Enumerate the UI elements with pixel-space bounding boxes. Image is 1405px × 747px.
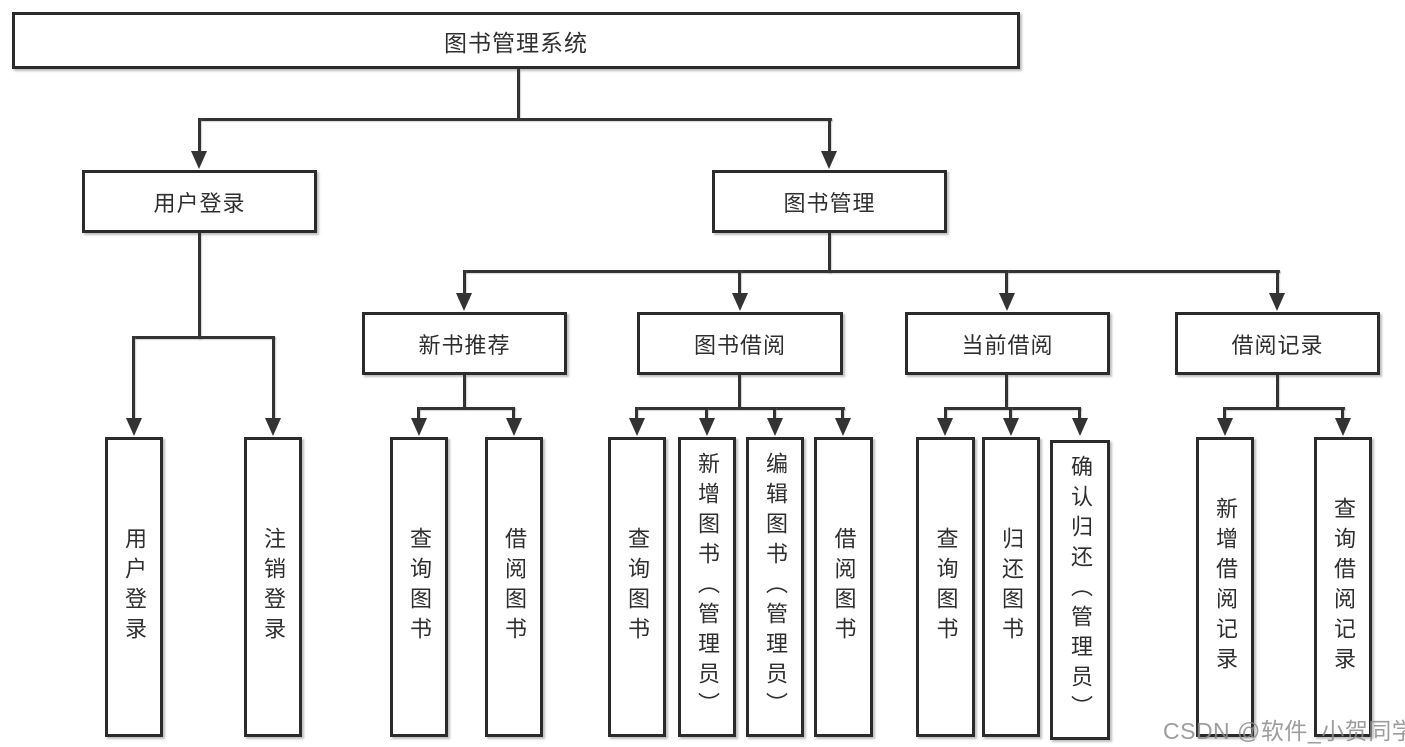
arrow-down-icon bbox=[999, 293, 1015, 311]
leaf-label: 借阅图书 bbox=[502, 527, 527, 647]
connector-user-login-vertical bbox=[198, 233, 201, 339]
leaf-edit-books-admin: 编辑图书（管理员） bbox=[746, 437, 804, 737]
connector-stem-borrowing-records bbox=[1276, 270, 1279, 296]
node-library-management-system: 图书管理系统 bbox=[12, 12, 1020, 69]
leaf-label: 新增图书（管理员） bbox=[695, 452, 720, 722]
leaf-query-books-borrowing: 查询图书 bbox=[608, 437, 666, 737]
connector-book-borrowing-vertical bbox=[738, 375, 741, 409]
node-borrowing-records: 借阅记录 bbox=[1175, 312, 1380, 375]
arrow-down-icon bbox=[821, 151, 837, 169]
connector-stem-new-book bbox=[463, 270, 466, 296]
node-book-management: 图书管理 bbox=[712, 170, 947, 233]
leaf-label: 借阅图书 bbox=[831, 527, 857, 647]
leaf-user-login: 用户登录 bbox=[105, 437, 163, 737]
connector-level1-horizontal bbox=[198, 118, 832, 121]
csdn-watermark: CSDN @软件_小贺同学 bbox=[1163, 718, 1405, 744]
connector-stem-leaf-user-login bbox=[132, 336, 135, 420]
leaf-label: 归还图书 bbox=[999, 527, 1024, 647]
connector-stem-user-login bbox=[198, 118, 201, 155]
arrow-down-icon bbox=[699, 418, 715, 436]
leaf-label: 查询借阅记录 bbox=[1331, 497, 1356, 677]
connector-user-login-horizontal bbox=[132, 336, 275, 339]
leaf-label: 编辑图书（管理员） bbox=[763, 452, 788, 722]
connector-new-book-vertical bbox=[463, 375, 466, 409]
arrow-down-icon bbox=[1072, 418, 1088, 436]
leaf-query-borrow-record: 查询借阅记录 bbox=[1314, 437, 1372, 737]
arrow-down-icon bbox=[937, 418, 953, 436]
leaf-add-books-admin: 新增图书（管理员） bbox=[678, 437, 736, 737]
leaf-confirm-return-admin: 确认归还（管理员） bbox=[1050, 440, 1110, 740]
arrow-down-icon bbox=[1003, 418, 1019, 436]
connector-stem-leaf-logout bbox=[272, 336, 275, 420]
arrow-down-icon bbox=[732, 293, 748, 311]
arrow-down-icon bbox=[767, 418, 783, 436]
arrow-down-icon bbox=[126, 418, 142, 436]
node-label: 用户登录 bbox=[153, 190, 246, 216]
arrow-down-icon bbox=[265, 418, 281, 436]
connector-stem-book-borrowing bbox=[738, 270, 741, 296]
connector-stem bbox=[417, 407, 420, 421]
connector-level2-horizontal bbox=[463, 270, 1280, 273]
arrow-down-icon bbox=[1335, 418, 1351, 436]
leaf-query-books-current: 查询图书 bbox=[916, 437, 975, 737]
node-label: 图书管理系统 bbox=[444, 29, 588, 56]
leaf-label: 用户登录 bbox=[122, 527, 147, 647]
connector-current-borrowing-horizontal bbox=[944, 407, 1081, 410]
connector-current-borrowing-vertical bbox=[1005, 375, 1008, 409]
connector-stem bbox=[841, 407, 844, 421]
leaf-label: 确认归还（管理员） bbox=[1068, 455, 1093, 725]
leaf-logout: 注销登录 bbox=[244, 437, 302, 737]
leaf-query-books-recommend: 查询图书 bbox=[390, 437, 448, 737]
arrow-down-icon bbox=[456, 293, 472, 311]
arrow-down-icon bbox=[1217, 418, 1233, 436]
connector-stem bbox=[773, 407, 776, 421]
leaf-label: 查询图书 bbox=[407, 527, 432, 647]
node-label: 当前借阅 bbox=[961, 332, 1054, 358]
arrow-down-icon bbox=[629, 418, 645, 436]
connector-stem bbox=[1078, 407, 1081, 421]
leaf-borrow-books-recommend: 借阅图书 bbox=[485, 437, 543, 737]
arrow-down-icon bbox=[506, 418, 522, 436]
leaf-return-books: 归还图书 bbox=[982, 437, 1040, 737]
node-book-borrowing: 图书借阅 bbox=[637, 312, 843, 375]
leaf-label: 新增借阅记录 bbox=[1213, 497, 1238, 677]
node-current-borrowing: 当前借阅 bbox=[905, 312, 1110, 375]
connector-stem bbox=[1223, 407, 1226, 421]
connector-stem bbox=[635, 407, 638, 421]
connector-stem bbox=[512, 407, 515, 421]
leaf-label: 注销登录 bbox=[261, 527, 286, 647]
connector-stem bbox=[705, 407, 708, 421]
connector-book-mgmt-vertical bbox=[828, 233, 831, 273]
node-label: 借阅记录 bbox=[1231, 332, 1324, 358]
connector-book-borrowing-horizontal bbox=[635, 407, 845, 410]
leaf-add-borrow-record: 新增借阅记录 bbox=[1196, 437, 1254, 737]
connector-stem bbox=[944, 407, 947, 421]
connector-stem bbox=[1009, 407, 1012, 421]
connector-stem-current-borrowing bbox=[1005, 270, 1008, 296]
arrow-down-icon bbox=[191, 151, 207, 169]
node-label: 图书借阅 bbox=[693, 332, 786, 358]
leaf-label: 查询图书 bbox=[625, 527, 650, 647]
connector-borrowing-records-vertical bbox=[1276, 375, 1279, 409]
connector-root-vertical bbox=[517, 69, 520, 118]
connector-stem bbox=[1341, 407, 1344, 421]
connector-new-book-horizontal bbox=[417, 407, 515, 410]
arrow-down-icon bbox=[835, 418, 851, 436]
leaf-borrow-books: 借阅图书 bbox=[814, 437, 873, 737]
arrow-down-icon bbox=[411, 418, 427, 436]
node-new-book-recommendation: 新书推荐 bbox=[362, 312, 567, 375]
node-label: 新书推荐 bbox=[418, 332, 511, 358]
node-user-login: 用户登录 bbox=[82, 170, 317, 233]
arrow-down-icon bbox=[1269, 293, 1285, 311]
leaf-label: 查询图书 bbox=[933, 527, 959, 647]
connector-stem-book-management bbox=[828, 118, 831, 155]
connector-borrowing-records-horizontal bbox=[1223, 407, 1345, 410]
node-label: 图书管理 bbox=[783, 190, 876, 216]
